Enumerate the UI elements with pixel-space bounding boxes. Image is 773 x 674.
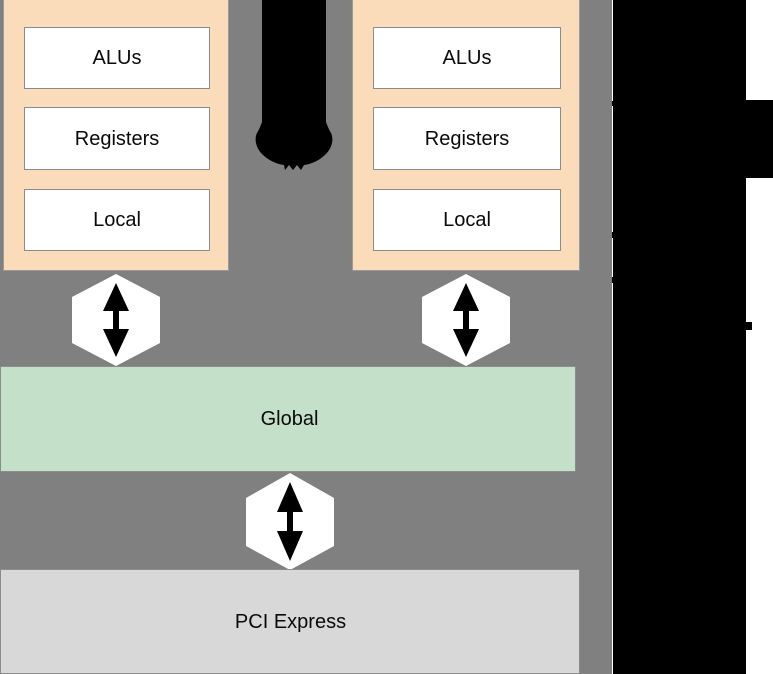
global-memory-label: Global (260, 408, 319, 430)
occluder-notch-icon (612, 232, 615, 238)
memory-block-local-right[interactable]: Local (373, 189, 561, 251)
bidirectional-arrow-icon (277, 482, 303, 561)
memory-block-registers-right[interactable]: Registers (373, 107, 561, 170)
connector-right-local-to-global (421, 273, 511, 367)
black-pointer-shape (254, 0, 334, 178)
memory-block-label: Registers (424, 127, 510, 150)
memory-block-local-left[interactable]: Local (24, 189, 210, 251)
memory-block-label: ALUs (92, 47, 142, 69)
memory-block-label: Registers (74, 127, 160, 150)
global-memory-bar[interactable]: Global (0, 366, 576, 472)
memory-block-label: Local (443, 209, 491, 231)
memory-block-registers-left[interactable]: Registers (24, 107, 210, 170)
bidirectional-arrow-icon (103, 283, 129, 357)
compute-unit-left[interactable]: ALUs Registers Local (3, 0, 229, 271)
pointer-glyph-icon (255, 0, 333, 170)
occluder-shape-icon (613, 0, 773, 674)
memory-block-label: Local (93, 209, 141, 231)
memory-block-alus-right[interactable]: ALUs (373, 27, 561, 89)
compute-unit-right[interactable]: ALUs Registers Local (352, 0, 580, 271)
pci-express-bar[interactable]: PCI Express (0, 569, 580, 674)
occluder-notch-icon (612, 101, 615, 106)
connector-left-local-to-global (71, 273, 161, 367)
connector-global-to-pcie (245, 472, 335, 571)
occluder-notch-icon (612, 277, 615, 283)
memory-block-label: ALUs (442, 47, 492, 69)
black-occluder-panel (612, 0, 773, 674)
memory-block-alus-left[interactable]: ALUs (24, 27, 210, 89)
pci-express-label: PCI Express (234, 610, 347, 633)
bidirectional-arrow-icon (453, 283, 479, 357)
